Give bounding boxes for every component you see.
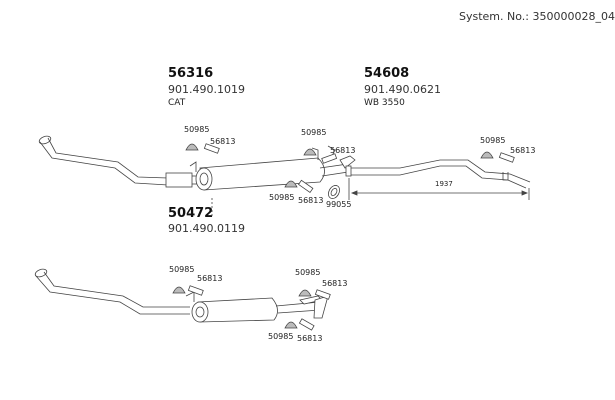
hanger-label: 50985 [480,136,506,145]
bracket-label: 56813 [330,146,356,155]
hanger-icon [172,286,312,329]
desc-54608: WB 3550 [364,98,405,108]
ref-number-56316: 901.490.1019 [168,83,245,96]
part-number-50472: 50472 [168,206,214,221]
hanger-label: 50985 [184,125,210,134]
rear-pipe [345,159,531,189]
part-number-56316: 56316 [168,66,214,81]
catalytic-converter [165,172,198,188]
front-pipe-alt [34,268,190,315]
front-pipe [38,135,169,186]
hanger-label: 50985 [301,128,327,137]
alt-muffler [185,291,329,323]
bracket-label: 56813 [510,146,536,155]
bracket-label: 56813 [322,279,348,288]
exhaust-diagram [34,135,531,331]
hanger-label: 50985 [268,332,294,341]
ref-number-50472: 901.490.0119 [168,222,245,235]
bracket-icon [203,143,515,194]
clamp-icon [328,185,340,199]
dimension-line [348,178,530,200]
ref-number-54608: 901.490.0621 [364,83,441,96]
part-number-54608: 54608 [364,66,410,81]
hanger-label: 50985 [269,193,295,202]
hanger-label: 50985 [169,265,195,274]
hanger-icon [185,143,494,188]
desc-56316: CAT [168,98,186,108]
hanger-label: 50985 [295,268,321,277]
bracket-label: 56813 [197,274,223,283]
dimension-label: 1937 [435,180,453,188]
bracket-icon [187,285,331,331]
system-number: System. No.: 350000028_04 [459,10,615,23]
bracket-label: 56813 [298,196,324,205]
clamp-label: 99055 [326,200,352,209]
bracket-label: 56813 [210,137,236,146]
bracket-label: 56813 [297,334,323,343]
